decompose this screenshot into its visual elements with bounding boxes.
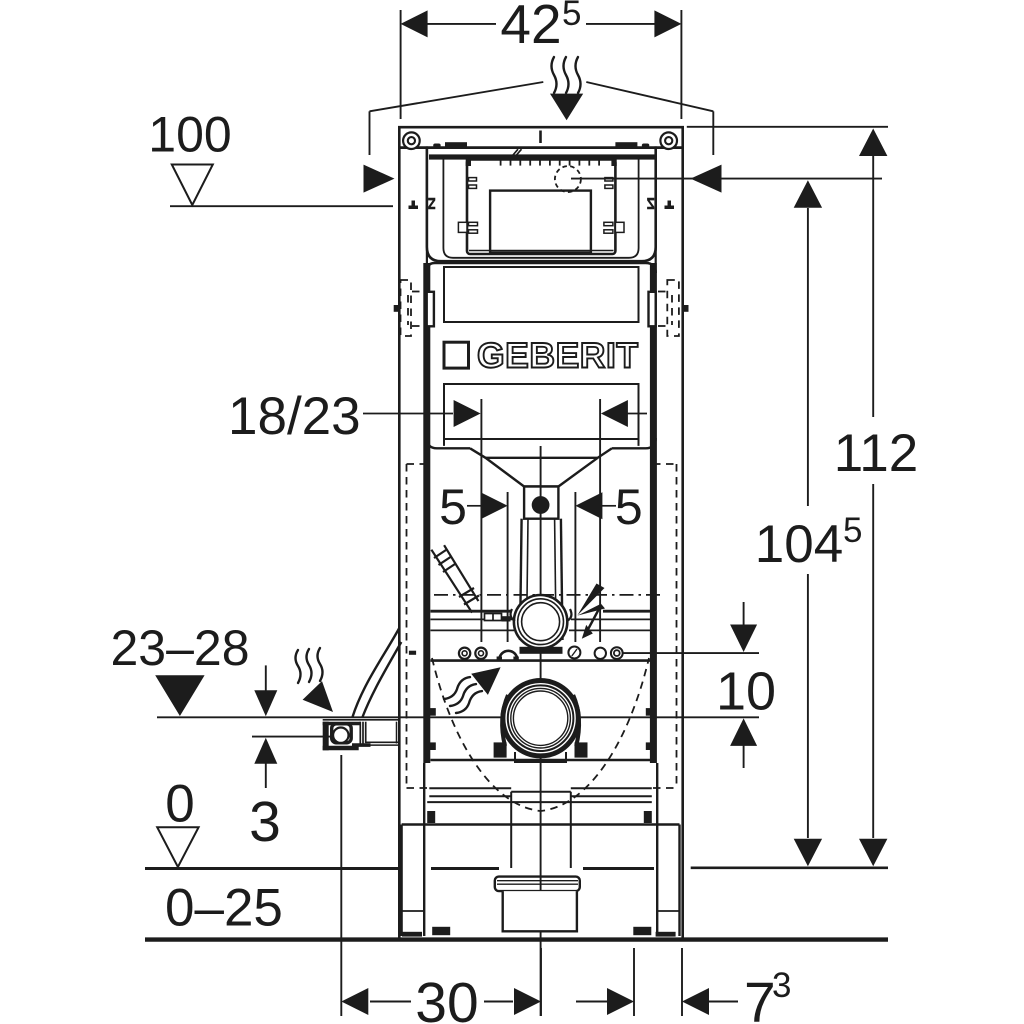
svg-text:5: 5 xyxy=(439,479,467,535)
svg-text:7: 7 xyxy=(744,971,776,1024)
svg-text:0–25: 0–25 xyxy=(165,879,283,938)
svg-text:23–28: 23–28 xyxy=(110,620,249,676)
svg-text:5: 5 xyxy=(562,0,581,33)
svg-text:3: 3 xyxy=(249,790,281,854)
svg-text:10: 10 xyxy=(716,662,776,722)
svg-text:100: 100 xyxy=(148,107,231,163)
svg-text:GEBERIT: GEBERIT xyxy=(477,336,639,376)
svg-text:104: 104 xyxy=(755,515,843,574)
svg-text:0: 0 xyxy=(165,774,194,833)
svg-text:42: 42 xyxy=(500,0,561,55)
svg-text:30: 30 xyxy=(415,971,478,1024)
svg-text:3: 3 xyxy=(772,966,791,1005)
svg-text:5: 5 xyxy=(615,479,643,535)
svg-text:5: 5 xyxy=(843,511,862,550)
svg-text:112: 112 xyxy=(834,424,919,483)
svg-text:18/23: 18/23 xyxy=(228,387,361,446)
